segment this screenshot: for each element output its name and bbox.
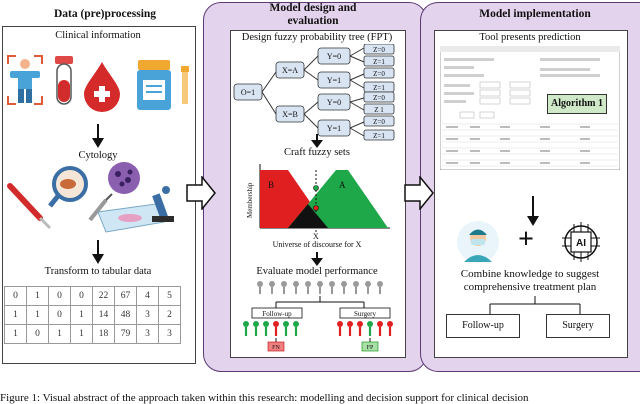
- table-cell: 1: [70, 305, 93, 325]
- table-cell: 5: [158, 286, 181, 306]
- body-scan-icon: [7, 55, 43, 105]
- follow-up-button[interactable]: Follow-up: [446, 314, 520, 338]
- fpt-node-y: Y=1: [327, 124, 341, 133]
- table-cell: 3: [136, 324, 159, 344]
- table-cell: 4: [136, 286, 159, 306]
- section-title-data: Data (pre)processing: [53, 8, 157, 20]
- combine-text: Combine knowledge to suggest comprehensi…: [434, 268, 626, 294]
- down-arrow-icon: [92, 124, 104, 148]
- fpt-node-z: Z 1: [374, 106, 384, 114]
- table-cell: 14: [92, 305, 115, 325]
- fp-label: FP: [367, 345, 374, 351]
- table-cell: 1: [48, 324, 71, 344]
- fpt-node-z: Z=0: [373, 94, 385, 102]
- fpt-node-z: Z=0: [373, 46, 385, 54]
- flow-arrow-icon: [404, 176, 434, 210]
- table-cell: 1: [26, 286, 49, 306]
- table-cell: 1: [4, 324, 27, 344]
- fn-label: FN: [272, 345, 280, 351]
- fpt-node-y: Y=0: [327, 52, 341, 61]
- table-cell: 1: [70, 324, 93, 344]
- fpt-node-z: Z=0: [373, 70, 385, 78]
- table-cell: 79: [114, 324, 137, 344]
- table-cell: 48: [114, 305, 137, 325]
- section-title-model-line2: evaluation: [287, 15, 339, 27]
- fpt-node-z: Z=0: [373, 118, 385, 126]
- section-title-model: Model design and evaluation: [228, 2, 398, 28]
- evaluation-people-diagram: Follow-up Surgery FN FP: [243, 281, 393, 352]
- section-title-implementation: Model implementation: [479, 8, 591, 20]
- clinical-info-label: Clinical information: [55, 30, 141, 41]
- table-cell: 0: [48, 305, 71, 325]
- table-cell: 0: [4, 286, 27, 306]
- section-title-model-line1: Model design and: [269, 2, 357, 14]
- universe-axis-label: Universe of discourse for X: [272, 240, 362, 249]
- table-cell: 3: [136, 305, 159, 325]
- plus-sign: +: [518, 224, 534, 255]
- down-arrow-icon: [311, 252, 323, 266]
- fpt-node-z: Z=1: [373, 58, 385, 66]
- fuzzy-set-b-label: B: [268, 180, 274, 190]
- algorithm-badge: Algorithm 1: [547, 94, 607, 114]
- ai-brain-icon: AI: [562, 222, 600, 262]
- cytology-label: Cytology: [78, 150, 118, 161]
- decision-branch-lines: [489, 296, 581, 316]
- surgery-group-label: Surgery: [354, 310, 377, 318]
- figure-caption: Figure 1: Visual abstract of the approac…: [0, 392, 529, 404]
- down-arrow-icon: [311, 134, 323, 148]
- fuzzy-x-marker: X: [313, 232, 319, 240]
- table-cell: 1: [4, 305, 27, 325]
- fpt-tree-diagram: O=1 X=A X=B Y=0 Y=1 Y=0 Y=1 Z=0 Z=1 Z=0 …: [233, 44, 395, 141]
- combine-text-line1: Combine knowledge to suggest: [460, 268, 600, 280]
- fpt-node-z: Z=1: [373, 132, 385, 140]
- flow-arrow-icon: [186, 176, 216, 210]
- fpt-title: Design fuzzy probability tree (FPT): [241, 32, 393, 43]
- fuzzy-sets-diagram: B A X Membership: [246, 164, 390, 240]
- evaluate-title: Evaluate model performance: [256, 266, 378, 277]
- ai-label: AI: [576, 238, 586, 249]
- follow-up-group-label: Follow-up: [262, 310, 292, 318]
- tube-small-icon: [181, 66, 189, 104]
- doctor-icon: [457, 221, 499, 263]
- table-cell: 22: [92, 286, 115, 306]
- table-cell: 0: [26, 324, 49, 344]
- table-cell: 18: [92, 324, 115, 344]
- table-cell: 0: [48, 286, 71, 306]
- cytology-scene-icon: [7, 162, 174, 233]
- down-arrow-icon: [527, 196, 539, 226]
- fpt-node-y: Y=0: [327, 98, 341, 107]
- fpt-node-x-b: X=B: [282, 110, 298, 119]
- blood-tube-icon: [55, 56, 73, 105]
- blood-drop-icon: [84, 62, 120, 112]
- down-arrow-icon: [92, 240, 104, 264]
- table-cell: 3: [158, 324, 181, 344]
- table-cell: 1: [26, 305, 49, 325]
- fpt-node-z: Z=1: [373, 84, 385, 92]
- specimen-jar-icon: [137, 60, 171, 110]
- surgery-button[interactable]: Surgery: [546, 314, 610, 338]
- fpt-root-node: O=1: [241, 88, 255, 97]
- transform-label: Transform to tabular data: [44, 266, 152, 277]
- table-cell: 0: [70, 286, 93, 306]
- table-cell: 67: [114, 286, 137, 306]
- tool-title: Tool presents prediction: [479, 32, 581, 43]
- fpt-node-y: Y=1: [327, 76, 341, 85]
- combine-text-line2: comprehensive treatment plan: [463, 281, 597, 293]
- table-cell: 2: [158, 305, 181, 325]
- fuzzy-sets-title: Craft fuzzy sets: [284, 147, 350, 158]
- membership-axis-label: Membership: [246, 182, 254, 218]
- fuzzy-set-a-label: A: [339, 180, 346, 190]
- fpt-node-x-a: X=A: [282, 66, 298, 75]
